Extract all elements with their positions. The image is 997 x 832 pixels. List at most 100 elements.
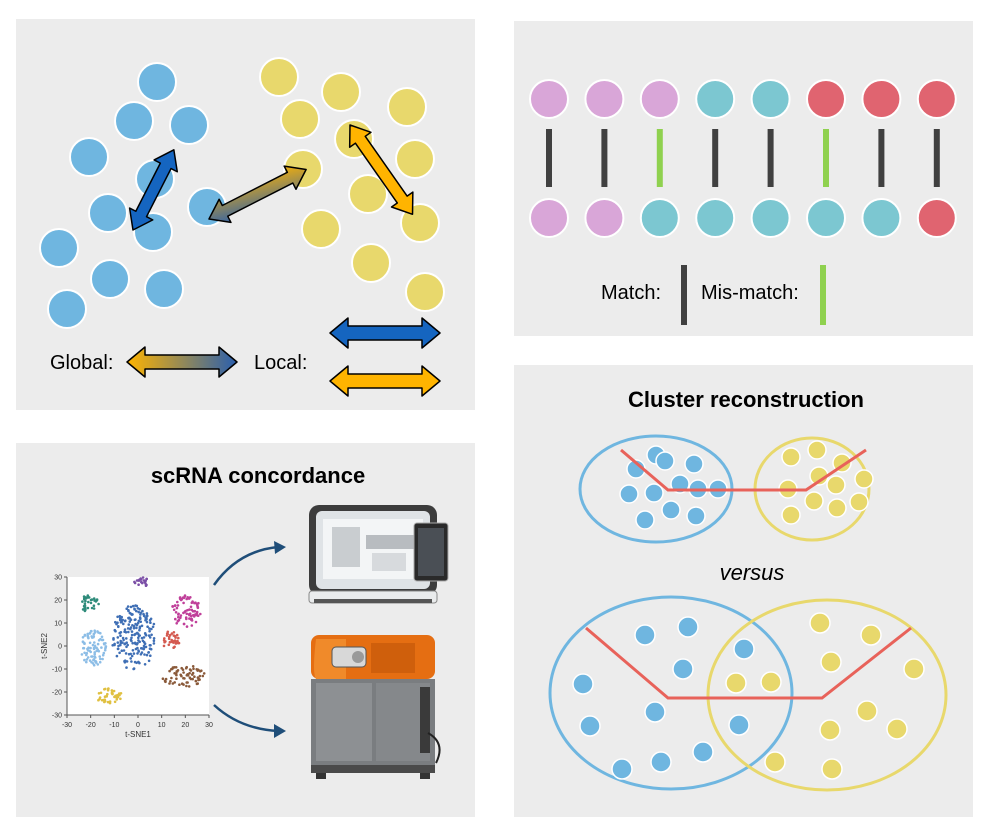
tsne-point xyxy=(164,680,167,684)
tsne-point xyxy=(129,605,133,609)
global-label: Global: xyxy=(50,352,113,374)
tsne-point xyxy=(131,604,135,608)
tsne-point xyxy=(116,636,120,639)
blue-point xyxy=(88,193,128,233)
yellow-point xyxy=(807,440,827,460)
tsne-point xyxy=(123,619,127,623)
yellow-point xyxy=(387,87,427,127)
tsne-point xyxy=(150,633,153,637)
bottom-node xyxy=(806,198,846,238)
tsne-point xyxy=(96,630,99,633)
tsne-point xyxy=(168,669,171,673)
tsne-point xyxy=(93,641,96,644)
tsne-point xyxy=(113,628,117,632)
tsne-point xyxy=(142,636,146,639)
tsne-point xyxy=(188,608,191,611)
y-tick-label: -20 xyxy=(52,690,62,697)
tsne-point xyxy=(88,631,92,635)
local-arrow-blue-diagonal xyxy=(128,149,179,231)
tsne-point xyxy=(113,700,117,704)
bottom-row xyxy=(529,198,957,238)
tsne-point xyxy=(145,653,149,657)
tsne-point xyxy=(104,645,108,648)
tsne-point xyxy=(86,656,90,659)
tsne-point xyxy=(147,651,150,654)
tsne-point xyxy=(83,642,86,645)
x-tick-label: 0 xyxy=(136,722,140,729)
tsne-point xyxy=(152,639,156,642)
tsne-point xyxy=(185,612,189,616)
match-link xyxy=(933,129,940,187)
tsne-point xyxy=(118,693,121,697)
top-node xyxy=(750,79,791,119)
tsne-point xyxy=(197,668,200,672)
tsne-point xyxy=(103,648,107,652)
blue-point xyxy=(733,638,755,660)
blue-point xyxy=(686,506,706,526)
tsne-point xyxy=(91,643,95,647)
tsne-point xyxy=(171,682,175,685)
tsne-point xyxy=(99,631,102,635)
tsne-point xyxy=(184,666,188,670)
tsne-point xyxy=(121,636,125,640)
tsne-point xyxy=(182,601,185,605)
tsne-point xyxy=(95,598,99,601)
local-label: Local: xyxy=(254,352,307,374)
tsne-point xyxy=(86,632,89,636)
tsne-point xyxy=(182,676,185,680)
blue-point xyxy=(579,715,601,737)
tsne-point xyxy=(136,652,139,655)
tsne-point xyxy=(143,653,146,656)
yellow-point xyxy=(259,57,299,97)
tsne-point xyxy=(135,609,138,613)
tsne-point xyxy=(200,669,203,672)
match-link xyxy=(601,129,608,187)
tsne-point xyxy=(90,629,93,633)
bottom-node xyxy=(750,198,791,238)
cluster-title: Cluster reconstruction xyxy=(628,387,864,412)
tsne-point xyxy=(81,640,85,643)
tsne-point xyxy=(84,599,87,603)
tsne-point xyxy=(121,618,124,622)
tsne-point xyxy=(86,634,89,637)
tsne-point xyxy=(115,654,119,658)
tsne-point xyxy=(168,633,172,637)
tsne-point xyxy=(97,602,100,606)
mismatch-legend-bar xyxy=(820,265,826,325)
tsne-point xyxy=(137,660,140,664)
yellow-point xyxy=(725,672,747,694)
tsne-point xyxy=(148,636,152,639)
tsne-point xyxy=(148,644,152,647)
yellow-point xyxy=(849,492,869,512)
global-local-panel: Global: Local: xyxy=(16,19,475,410)
tsne-point xyxy=(129,638,133,642)
y-tick-label: -30 xyxy=(52,713,62,720)
tsne-y-label: t-SNE2 xyxy=(40,633,49,659)
tsne-point xyxy=(117,644,120,648)
tsne-point xyxy=(138,640,141,644)
cluster-panel: Cluster reconstruction xyxy=(514,365,973,817)
tsne-point xyxy=(141,609,144,613)
bottom-node xyxy=(584,198,625,238)
tsne-point xyxy=(81,600,84,603)
blue-point xyxy=(137,62,177,102)
tsne-point xyxy=(119,639,122,643)
tsne-point xyxy=(168,682,171,685)
tsne-point xyxy=(172,608,176,612)
tsne-point xyxy=(152,637,156,640)
tsne-point xyxy=(134,622,137,626)
tsne-point xyxy=(130,654,134,658)
tsne-point xyxy=(92,607,96,610)
tsne-point xyxy=(132,626,136,630)
tsne-point xyxy=(190,608,194,612)
yellow-point xyxy=(395,139,435,179)
tsne-point xyxy=(188,676,192,679)
tsne-point xyxy=(178,596,182,600)
tsne-point xyxy=(82,646,86,650)
tsne-point xyxy=(92,635,95,639)
tsne-point xyxy=(99,657,102,661)
tsne-point xyxy=(180,666,183,670)
tsne-point xyxy=(185,684,188,688)
tsne-point xyxy=(142,579,146,582)
